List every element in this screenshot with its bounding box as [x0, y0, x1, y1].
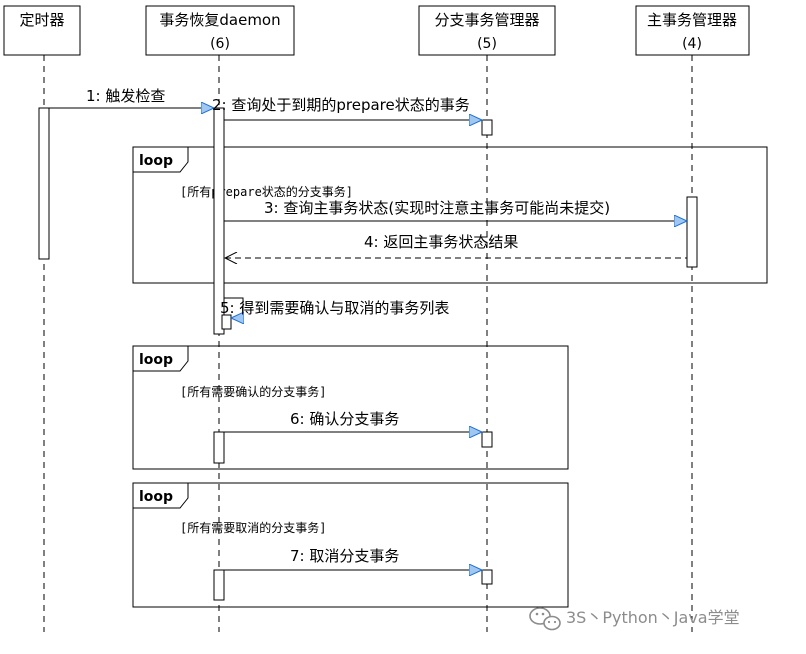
fragment-loop-3: loop [所有需要取消的分支事务]: [132, 482, 569, 608]
message-2-label: 2: 查询处于到期的prepare状态的事务: [212, 96, 470, 114]
message-1-label: 1: 触发检查: [86, 87, 165, 105]
participant-timer-name: 定时器: [19, 11, 64, 29]
message-5: 5: 得到需要确认与取消的事务列表: [220, 297, 449, 318]
participant-branch-tm-number: (5): [477, 36, 497, 52]
watermark: 3S丶Python丶Java学堂: [529, 607, 740, 631]
activation-branch-tm-confirm: [481, 431, 493, 448]
wechat-icon: [529, 607, 561, 631]
message-3: 3: 查询主事务状态(实现时注意主事务可能尚未提交): [224, 199, 687, 221]
fragment-loop-3-guard: [所有需要取消的分支事务]: [180, 520, 326, 535]
message-6-label: 6: 确认分支事务: [290, 410, 399, 428]
participant-daemon: 事务恢复daemon (6): [145, 5, 295, 56]
message-2: 2: 查询处于到期的prepare状态的事务: [212, 96, 482, 120]
fragment-loop-1-operator: loop: [139, 153, 173, 169]
participant-timer: 定时器: [3, 5, 81, 56]
message-1: 1: 触发检查: [49, 87, 214, 108]
message-6: 6: 确认分支事务: [224, 410, 482, 432]
message-3-label: 3: 查询主事务状态(实现时注意主事务可能尚未提交): [264, 199, 610, 217]
message-7: 7: 取消分支事务: [224, 547, 482, 570]
participant-daemon-number: (6): [210, 36, 230, 52]
activation-daemon-confirm: [213, 431, 225, 464]
watermark-text: 3S丶Python丶Java学堂: [566, 608, 740, 627]
message-4: 4: 返回主事务状态结果: [225, 233, 687, 258]
activation-timer: [38, 107, 50, 260]
fragment-loop-1-guard: [所有prepare状态的分支事务]: [180, 184, 353, 199]
activation-branch-tm-cancel: [481, 569, 493, 585]
participant-daemon-name: 事务恢复daemon: [159, 11, 280, 29]
participant-branch-tm-name: 分支事务管理器: [434, 11, 539, 29]
participant-branch-tm: 分支事务管理器 (5): [418, 5, 556, 56]
fragment-loop-2-operator: loop: [139, 352, 173, 368]
fragment-loop-2: loop [所有需要确认的分支事务]: [132, 345, 569, 470]
activation-daemon-self: [221, 314, 232, 330]
participant-main-tm-name: 主事务管理器: [647, 11, 737, 29]
message-7-label: 7: 取消分支事务: [290, 547, 399, 565]
activation-branch-tm-query: [481, 119, 493, 136]
message-5-label: 5: 得到需要确认与取消的事务列表: [220, 299, 449, 317]
activation-main-tm: [686, 196, 698, 268]
activation-daemon-cancel: [213, 569, 225, 601]
message-4-label: 4: 返回主事务状态结果: [364, 233, 518, 251]
participant-main-tm-number: (4): [682, 36, 702, 52]
participant-main-tm: 主事务管理器 (4): [635, 5, 750, 56]
fragment-loop-3-operator: loop: [139, 489, 173, 505]
fragment-loop-2-guard: [所有需要确认的分支事务]: [180, 384, 326, 399]
